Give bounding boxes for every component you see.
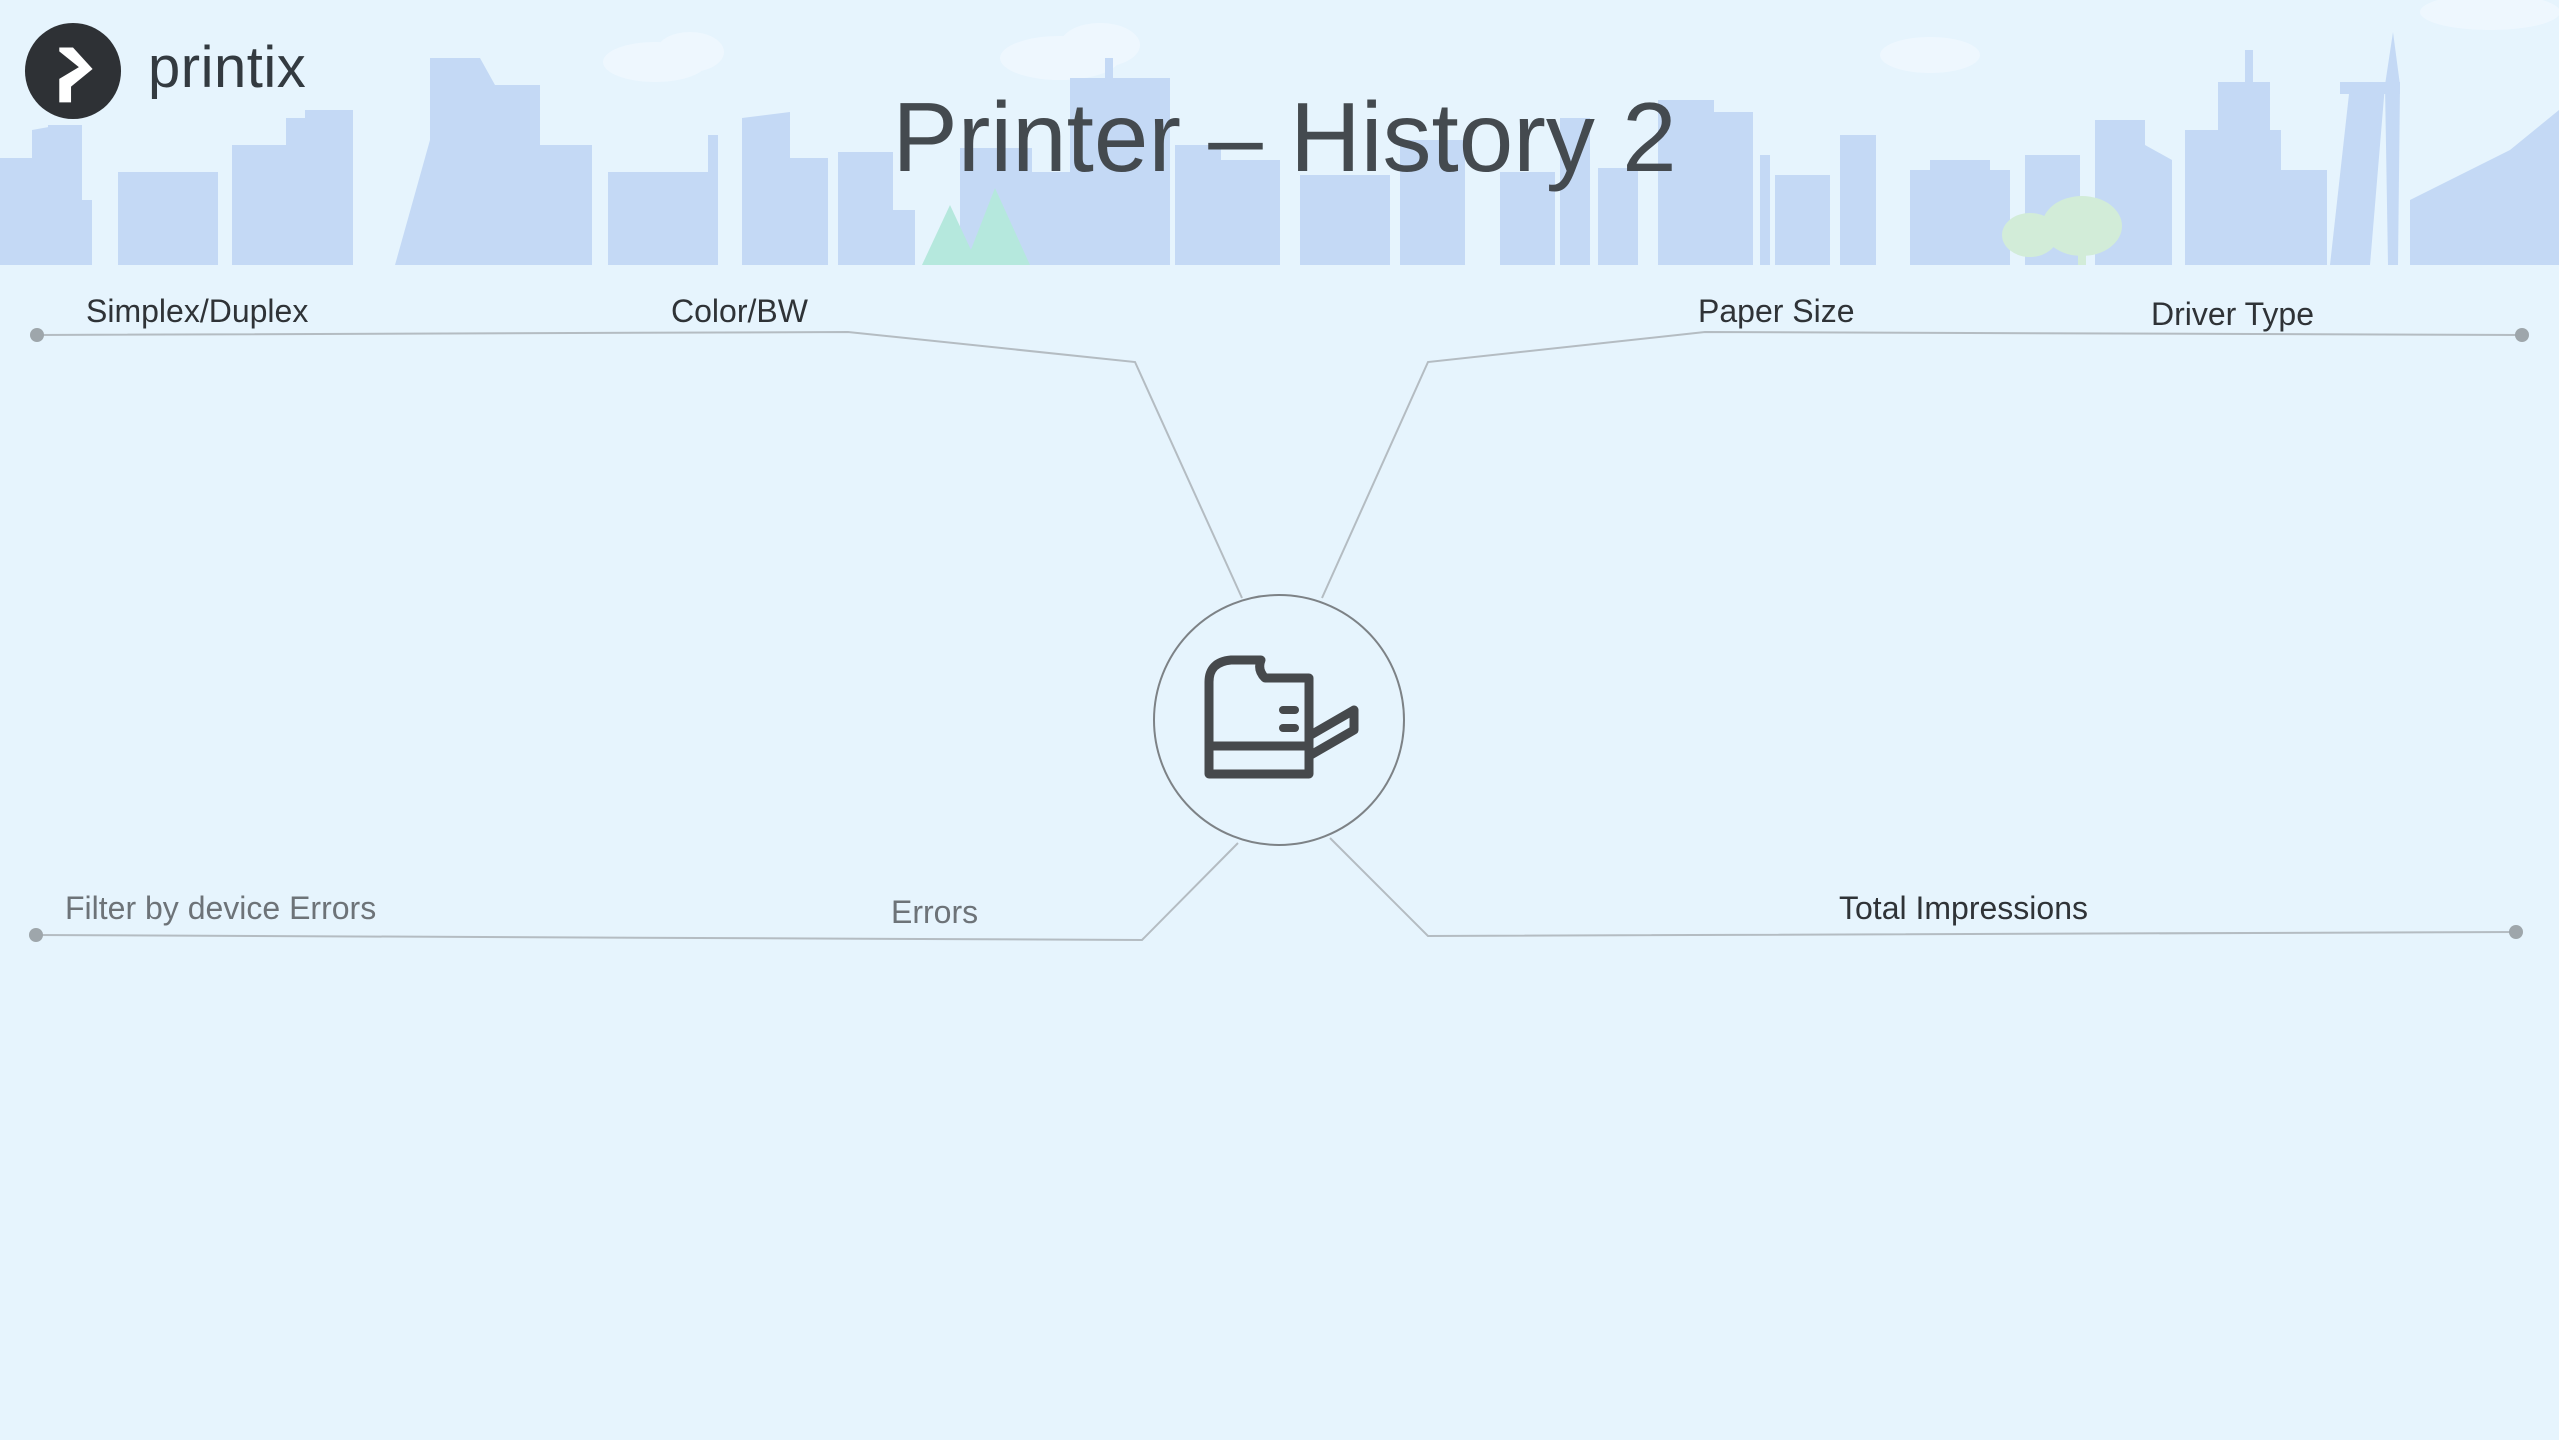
branch-driver-type[interactable]: Driver Type [2151, 296, 2315, 332]
printer-hub-node[interactable] [1153, 594, 1405, 846]
branch-filter-device-errors[interactable]: Filter by device Errors [65, 890, 377, 926]
branch-errors[interactable]: Errors [891, 894, 979, 930]
endpoint-dot [2509, 925, 2523, 939]
logo-wordmark: printix [148, 35, 307, 100]
branch-paper-size[interactable]: Paper Size [1698, 293, 1855, 329]
branch-color-bw[interactable]: Color/BW [671, 293, 808, 329]
branch-total-impressions[interactable]: Total Impressions [1839, 890, 2088, 926]
page-title: Printer – History 2 [892, 82, 1677, 192]
branch-simplex-duplex[interactable]: Simplex/Duplex [86, 293, 309, 329]
city-skyline-banner [0, 0, 2559, 265]
endpoint-dot [30, 328, 44, 342]
endpoint-dot [29, 928, 43, 942]
printer-icon [1204, 655, 1359, 779]
endpoint-dot [2515, 328, 2529, 342]
printix-logo[interactable]: printix [24, 22, 306, 120]
printix-logo-icon [24, 22, 122, 120]
